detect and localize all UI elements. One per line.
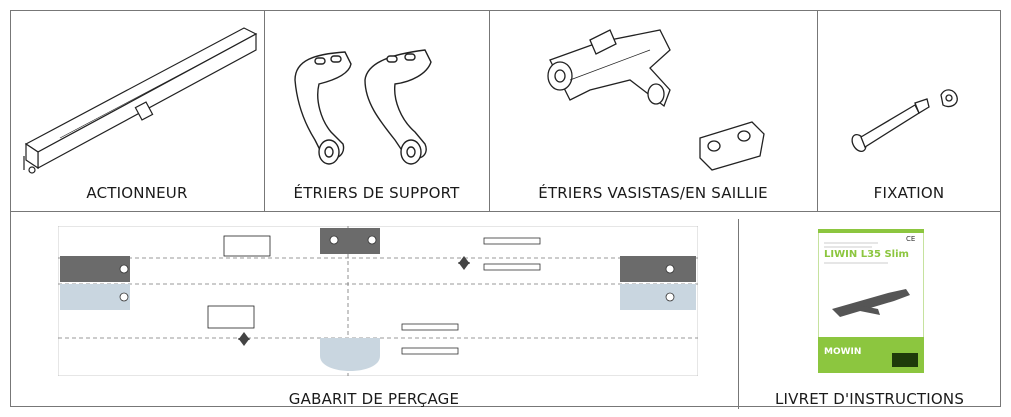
- instruction-booklet: LIWIN L35 Slim CE MOWIN: [818, 229, 924, 373]
- label-livret: LIVRET D'INSTRUCTIONS: [774, 390, 965, 408]
- booklet-brand: MOWIN: [824, 347, 862, 357]
- row-divider: [10, 211, 1001, 212]
- booklet-ce-mark: CE: [906, 235, 916, 243]
- col-divider-3: [817, 10, 818, 211]
- actuator-illustration: [20, 20, 260, 180]
- support-brackets-illustration: [285, 40, 475, 170]
- label-gabarit: GABARIT DE PERÇAGE: [288, 390, 460, 408]
- label-etriers-support: ÉTRIERS DE SUPPORT: [293, 184, 460, 202]
- col-divider-1: [264, 10, 265, 211]
- label-fixation: FIXATION: [873, 184, 945, 202]
- drilling-template-illustration: [58, 226, 698, 376]
- col-divider-2: [489, 10, 490, 211]
- label-etriers-vasistas: ÉTRIERS VASISTAS/EN SAILLIE: [538, 184, 768, 202]
- col-divider-4: [738, 219, 739, 409]
- label-actionneur: ACTIONNEUR: [86, 184, 188, 202]
- fixation-illustration: [845, 85, 985, 165]
- vasistas-brackets-illustration: [530, 20, 790, 180]
- inventory-frame: [10, 10, 1001, 407]
- booklet-title: LIWIN L35 Slim: [824, 249, 909, 260]
